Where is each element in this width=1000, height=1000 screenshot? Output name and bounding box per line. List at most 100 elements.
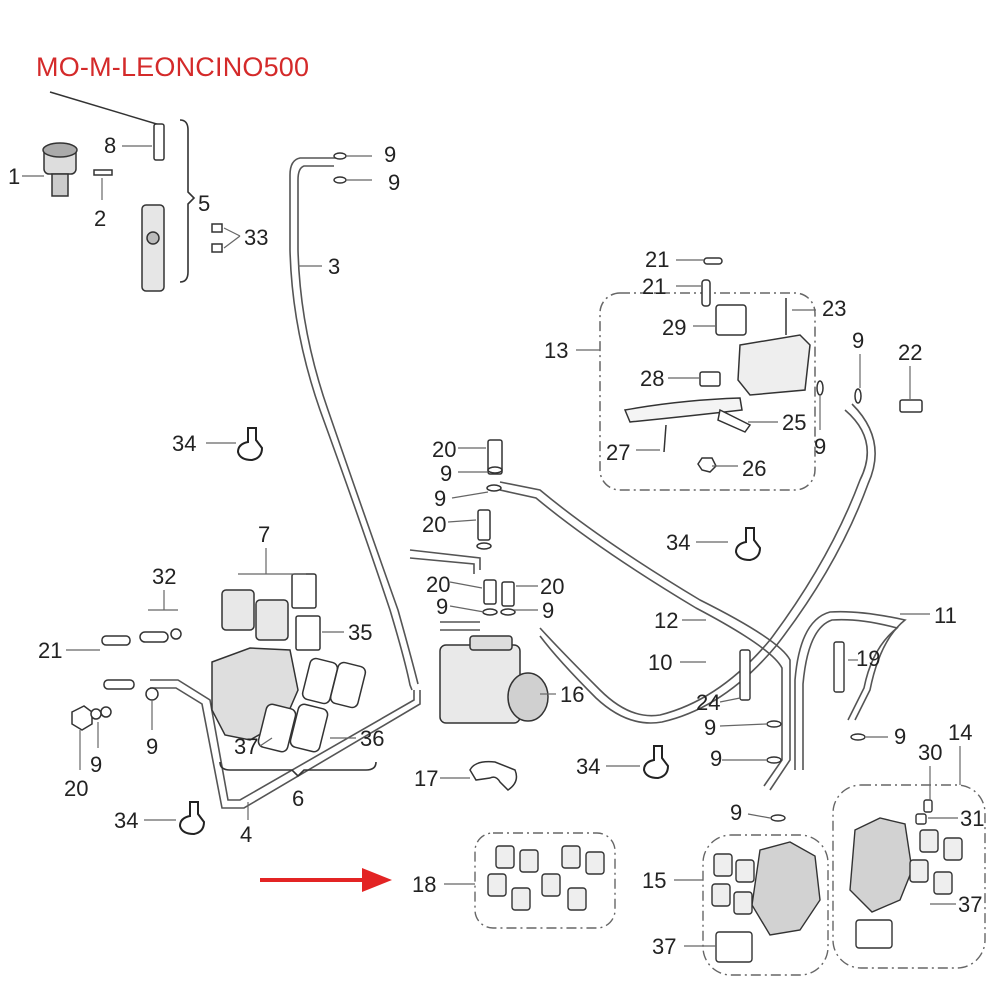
callout-16: 16: [560, 682, 584, 707]
pad-15-a: [713, 853, 733, 877]
callout-labels: 1 2 8 5 33 9 9 3 34 21 21 29 23 13 9 22 …: [8, 133, 984, 959]
part-7-pad-a: [221, 589, 255, 631]
part-27-pin: [663, 424, 667, 453]
part-34-clip-d: [178, 801, 206, 836]
hose-abs-link-inner: [409, 557, 475, 574]
callout-20-d: 20: [540, 574, 564, 599]
callout-27: 27: [606, 440, 630, 465]
part-35-spring-b: [295, 615, 321, 651]
bracket-6: [219, 761, 377, 778]
bracket-6-brace: [219, 761, 377, 778]
part-32-clip: [170, 628, 182, 640]
part-9-washer-abs-d: [482, 608, 498, 616]
callout-29: 29: [662, 315, 686, 340]
leader-lines: [22, 145, 961, 947]
callout-32: 32: [152, 564, 176, 589]
front-fittings: [333, 152, 866, 822]
part-29-clamp: [715, 304, 747, 336]
part-24-banjo: [739, 649, 751, 701]
part-20-bolt-c: [483, 579, 497, 605]
bracket-5-brace: [179, 119, 196, 283]
callout-9-front-b: 9: [710, 746, 722, 771]
callout-5: 5: [198, 191, 210, 216]
part-37-shim-c: [715, 931, 753, 963]
part-16-abs-top: [469, 635, 513, 651]
callout-13: 13: [544, 338, 568, 363]
part-34-clip-a: [236, 427, 264, 462]
part-16-abs-body: [439, 644, 521, 724]
part-17-bracket: [469, 760, 518, 791]
red-arrow: [260, 868, 392, 892]
leader-9-front-a: [719, 723, 767, 727]
hose-12: [499, 481, 791, 791]
callout-28: 28: [640, 366, 664, 391]
callout-24: 24: [696, 690, 720, 715]
part-33-bolt-a: [211, 223, 223, 233]
part-1-body: [51, 173, 69, 197]
leader-37-rear: [259, 737, 273, 747]
hose-4-inner: [150, 687, 421, 809]
callout-21-b: 21: [642, 274, 666, 299]
pad-14-d: [933, 871, 953, 895]
part-9-washer-abs-e: [500, 608, 516, 616]
part-1-cap: [42, 142, 78, 158]
callout-36: 36: [360, 726, 384, 751]
bracket-5: [179, 119, 196, 283]
callout-9-c: 9: [436, 594, 448, 619]
part-32-pin-a: [139, 631, 169, 643]
callout-21-a: 21: [645, 247, 669, 272]
callout-21-c: 21: [38, 638, 62, 663]
part-9-washer-rear-b: [100, 706, 112, 718]
part-9-washer-front-b: [766, 756, 782, 764]
part-37-shim-d: [855, 919, 893, 949]
callout-20-b: 20: [422, 512, 446, 537]
rear-caliper-group: [71, 573, 367, 753]
reservoir-rod: [49, 91, 161, 126]
abs-unit-group: [439, 439, 549, 791]
callout-9-rear: 9: [146, 734, 158, 759]
part-21-pin-a: [703, 257, 723, 265]
hose-3: [289, 157, 413, 691]
leader-33: [223, 227, 241, 237]
part-9-washer-abs-b: [486, 484, 502, 492]
part-9-washer-abs-a: [487, 466, 503, 474]
leader-33b: [223, 235, 241, 249]
callout-8: 8: [104, 133, 116, 158]
part-25-lever: [623, 397, 743, 423]
callout-19: 19: [856, 646, 880, 671]
callout-9-a: 9: [440, 461, 452, 486]
hose-3-inner: [297, 165, 419, 685]
hose-11-inner: [802, 618, 899, 770]
group-14-box: [832, 784, 986, 969]
callout-4: 4: [240, 822, 252, 847]
part-9-washer-rear-c: [145, 687, 159, 701]
part-34-clip-c: [642, 745, 670, 780]
callout-23: 23: [822, 296, 846, 321]
callout-37-bottom: 37: [652, 934, 676, 959]
callout-3: 3: [328, 254, 340, 279]
callout-9-d: 9: [542, 598, 554, 623]
part-26-nut: [697, 457, 717, 473]
pad-18-e: [561, 845, 581, 869]
pad-18-g: [541, 873, 561, 897]
callout-35: 35: [348, 620, 372, 645]
part-13-reservoir: [737, 334, 811, 396]
leader-9c: [449, 605, 485, 613]
hose-clips: [178, 427, 762, 836]
callout-9-mc: 9: [852, 328, 864, 353]
callout-18: 18: [412, 872, 436, 897]
part-34-clip-b: [734, 527, 762, 562]
hose-abs-link: [409, 549, 481, 570]
part-30-bleeder: [923, 799, 933, 813]
callout-9-b: 9: [434, 486, 446, 511]
leader-9-front-c: [747, 813, 771, 819]
callout-9-front-d: 9: [894, 724, 906, 749]
part-33-bolt-b: [211, 243, 223, 253]
master-cylinder-assembly: [599, 257, 923, 491]
callout-12: 12: [654, 608, 678, 633]
leader-20b: [447, 519, 477, 523]
part-21-pin-b: [701, 279, 711, 307]
part-9-washer-front-a: [766, 720, 782, 728]
front-caliper-14: [832, 784, 986, 969]
